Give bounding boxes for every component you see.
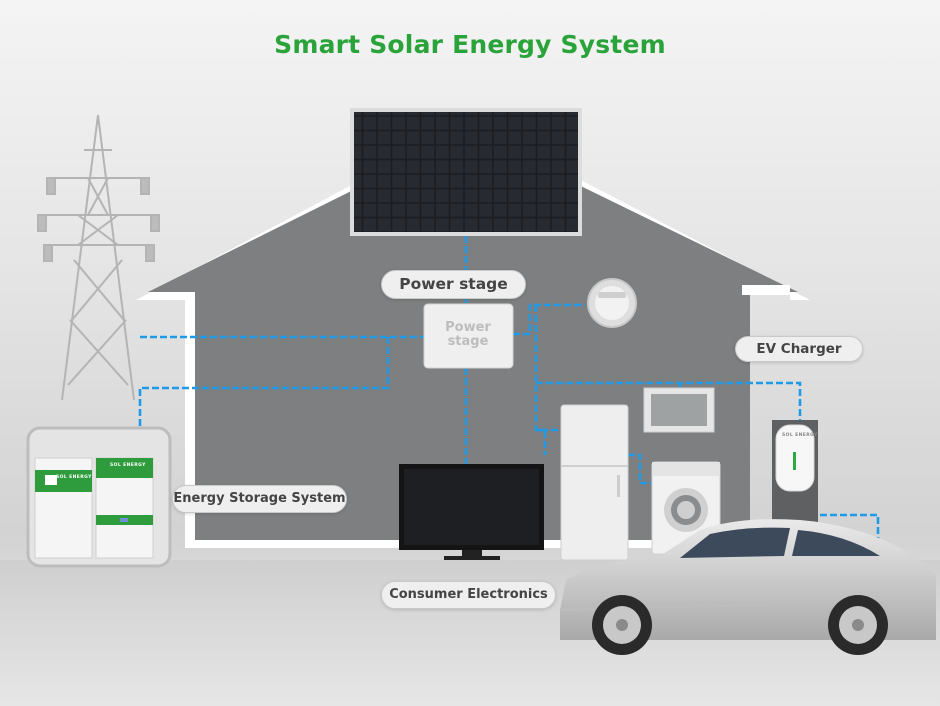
inverter-label-line-2: stage	[447, 334, 489, 349]
car-icon	[559, 519, 937, 655]
energy-storage-unit	[26, 426, 172, 568]
transmission-tower-icon	[37, 114, 160, 401]
wall-monitor-icon	[643, 387, 715, 433]
ev-charger-brand: SOL ENERGY	[782, 433, 818, 438]
inverter-label-line-1: Power	[445, 320, 491, 335]
inverter-label: Power stage	[424, 321, 512, 349]
tv-icon	[399, 464, 544, 560]
wiring	[138, 236, 880, 545]
ess-brand-right: SOL ENERGY	[110, 463, 146, 468]
label-consumer-electronics: Consumer Electronics	[381, 581, 556, 609]
ev-charger-icon	[772, 420, 818, 528]
label-ev-charger: EV Charger	[735, 336, 863, 362]
label-energy-storage: Energy Storage System	[172, 485, 347, 513]
smart-meter-icon	[587, 278, 637, 328]
refrigerator-icon	[560, 404, 629, 561]
inverter-box	[423, 303, 514, 369]
diagram-title: Smart Solar Energy System	[274, 30, 666, 59]
label-power-stage: Power stage	[381, 270, 526, 299]
solar-panel	[350, 108, 582, 236]
ess-brand-left: SOL ENERGY	[56, 475, 92, 480]
